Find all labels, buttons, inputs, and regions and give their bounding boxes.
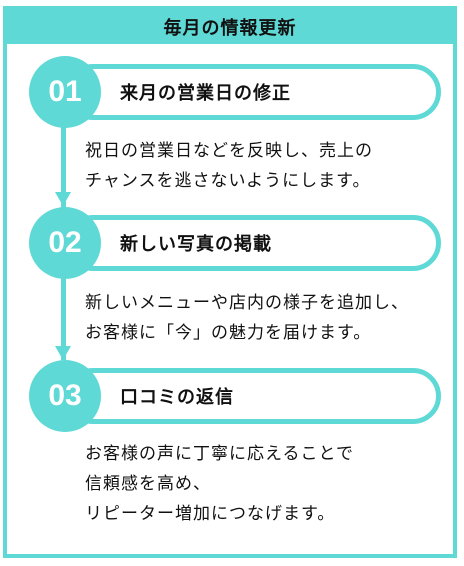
header-title: 毎月の情報更新 (163, 18, 297, 39)
step-1-desc-line: チャンスを逃さないようにします。 (85, 171, 371, 191)
step-3-number-badge: 03 (29, 360, 101, 432)
step-3-description: お客様の声に丁寧に応えることで 信頼感を高め、 リピーター増加につなげます。 (85, 439, 445, 529)
step-2-number: 02 (48, 226, 82, 259)
step-2-desc-line: 新しいメニューや店内の様子を追加し、 (85, 293, 409, 313)
step-2-number-badge: 02 (29, 207, 101, 279)
step-2-desc-line: お客様に「今」の魅力を届けます。 (85, 323, 372, 343)
info-update-card: 毎月の情報更新 来月の営業日の修正 01 祝日の営業日などを反映し、売上の チャ… (3, 6, 457, 558)
step-1-title-bar: 来月の営業日の修正 (65, 64, 441, 120)
step-3-desc-line: 信頼感を高め、 (85, 474, 211, 494)
step-2-title: 新しい写真の掲載 (120, 234, 272, 255)
step-connector-1 (61, 110, 66, 210)
step-2-title-bar: 新しい写真の掲載 (65, 215, 441, 271)
step-1-title: 来月の営業日の修正 (120, 83, 291, 104)
step-connector-2 (61, 265, 66, 360)
arrow-down-icon (55, 346, 71, 360)
step-1-number-badge: 01 (29, 56, 101, 128)
step-2-description: 新しいメニューや店内の様子を追加し、 お客様に「今」の魅力を届けます。 (85, 288, 445, 348)
step-1-desc-line: 祝日の営業日などを反映し、売上の (85, 141, 373, 161)
step-1-description: 祝日の営業日などを反映し、売上の チャンスを逃さないようにします。 (85, 136, 445, 196)
step-3-title: 口コミの返信 (120, 387, 234, 408)
step-1-number: 01 (48, 75, 82, 108)
step-3-number: 03 (48, 379, 82, 412)
arrow-down-icon (55, 192, 71, 206)
step-3-title-bar: 口コミの返信 (65, 368, 441, 424)
step-3-desc-line: リピーター増加につなげます。 (85, 504, 336, 524)
step-3-desc-line: お客様の声に丁寧に応えることで (85, 444, 354, 464)
card-header: 毎月の情報更新 (7, 10, 453, 44)
